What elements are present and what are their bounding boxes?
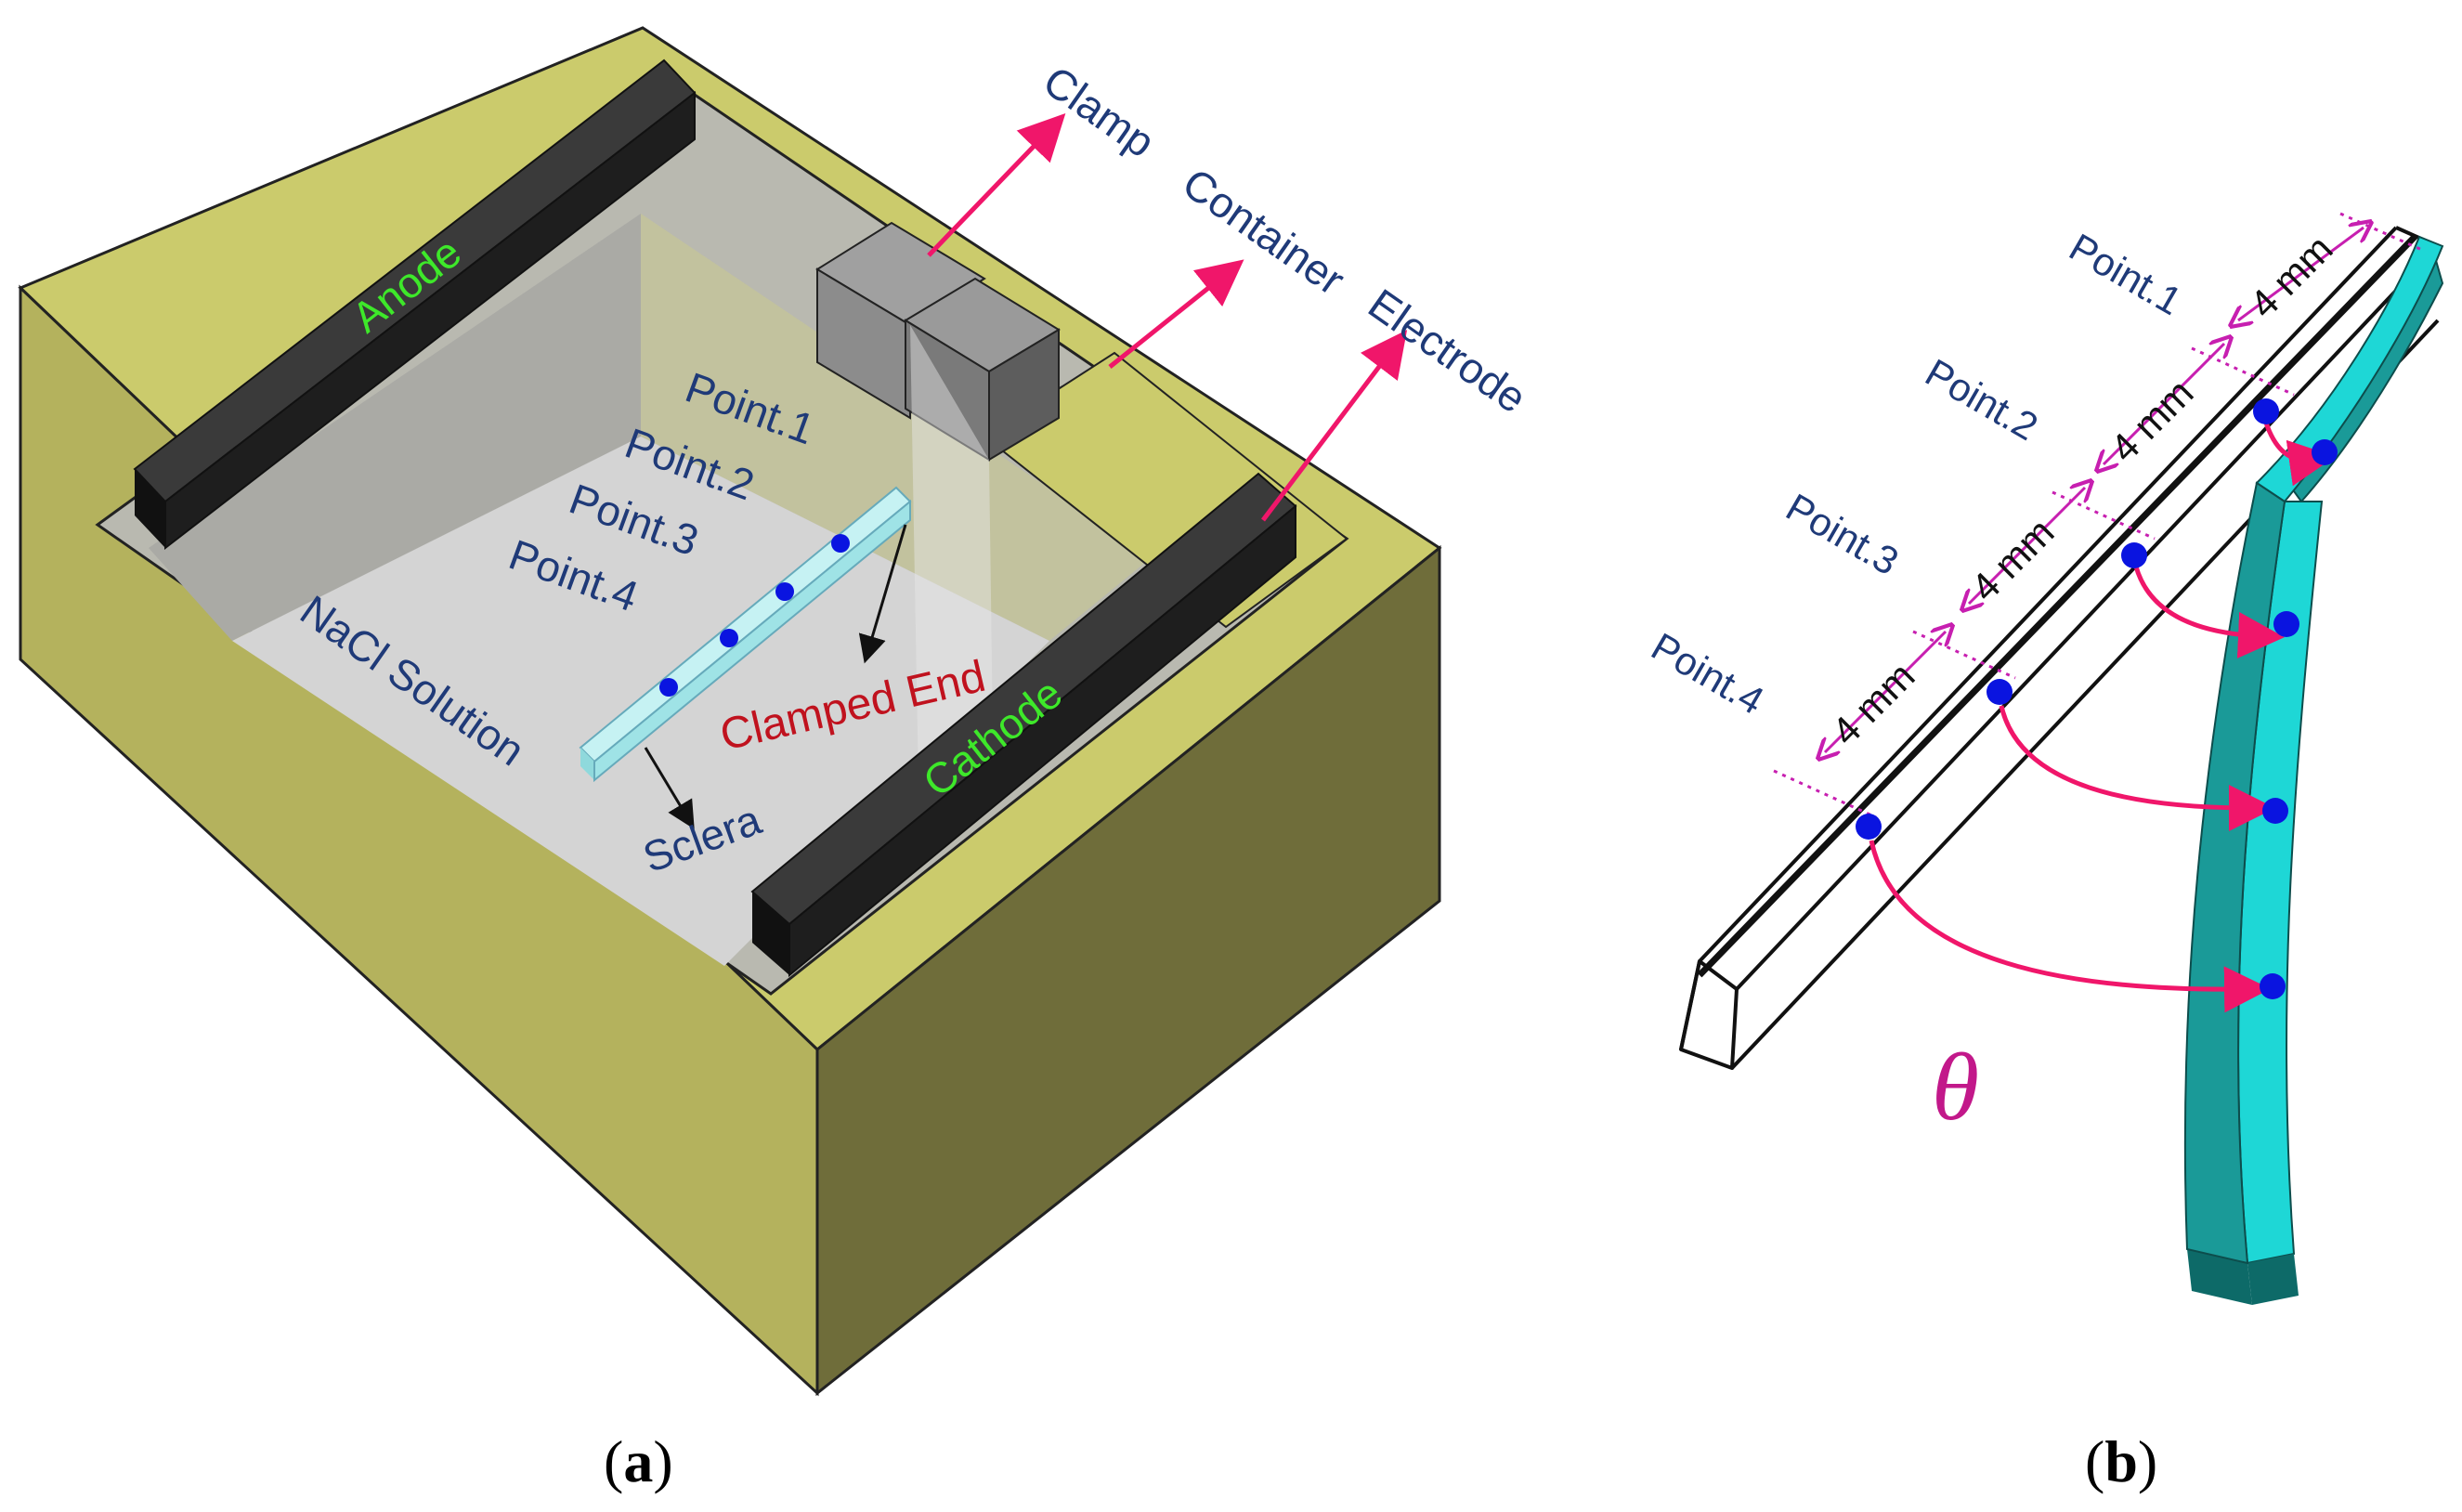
point-3-deflected: [2262, 798, 2288, 824]
panel-b: Point.1 Point.2 Point.3 Point.4 4 mm 4 m…: [1645, 212, 2444, 1494]
b-label-point-1: Point.1: [2063, 225, 2190, 323]
caption-a-open: (: [604, 1428, 623, 1494]
panel-a: Clamp Container Electrode Anode Cathode …: [18, 26, 1535, 1494]
point-3-marker: [720, 629, 738, 647]
clamp: [815, 221, 1061, 836]
dim-arrow-1: [2238, 228, 2364, 320]
b-label-point-4: Point.4: [1645, 624, 1772, 723]
cavity-back-wall-left: [149, 214, 641, 641]
caption-b-open: (: [2085, 1428, 2104, 1494]
point-2-marker: [775, 582, 794, 601]
label-electrode: Electrode: [1360, 280, 1535, 423]
theta-symbol: θ: [1932, 1034, 1979, 1141]
caption-a-letter: a: [623, 1428, 653, 1494]
caption-a-close: ): [653, 1428, 672, 1494]
point-2-deflected: [2273, 611, 2299, 637]
caption-b: (b): [2085, 1428, 2157, 1494]
anode-electrode: [133, 59, 697, 551]
sclera-arrow: [644, 747, 695, 829]
deflection-arc-1: [2263, 422, 2336, 487]
dim-arrow-2: [2104, 344, 2224, 464]
cathode-electrode: [750, 472, 1297, 978]
clamp-arrow: [927, 112, 1066, 257]
point-4-original: [1856, 814, 1882, 840]
point-4-deflected: [2260, 973, 2286, 999]
point-1-original: [2253, 398, 2279, 424]
deflection-arc-4: [1869, 840, 2271, 1013]
deflection-arc-2: [2133, 566, 2285, 658]
point-1-deflected: [2312, 439, 2338, 465]
electrode-arrow: [1261, 330, 1408, 522]
deflection-arrows: [1869, 422, 2336, 1013]
caption-a: (a): [604, 1428, 673, 1494]
label-clamp: Clamp: [1035, 57, 1164, 167]
b-label-point-2: Point.2: [1919, 350, 2046, 449]
dimension-arrows: [1825, 228, 2364, 752]
deflection-arc-3: [1999, 705, 2275, 831]
bent-sclera-strip: [2183, 235, 2444, 1305]
undeformed-strip: [1679, 226, 2440, 1070]
caption-b-close: ): [2138, 1428, 2157, 1494]
point-1-marker: [831, 534, 850, 553]
dim-arrow-4: [1825, 632, 1946, 752]
container-right-face: [815, 544, 1441, 1397]
caption-b-letter: b: [2104, 1428, 2138, 1494]
dim-arrow-3: [1969, 488, 2085, 604]
dim-label-1: 4 mm: [2241, 227, 2340, 326]
point-4-marker: [659, 678, 678, 697]
b-label-point-3: Point.3: [1779, 485, 1907, 583]
point-3-original: [1987, 679, 2013, 705]
container-arrow: [1108, 259, 1244, 369]
cavity-back-wall-right: [641, 214, 1152, 641]
label-container: Container: [1174, 159, 1353, 305]
point-2-original: [2121, 542, 2147, 568]
clamped-end-arrow: [858, 524, 907, 664]
dim-label-2: 4 mm: [2102, 371, 2201, 470]
